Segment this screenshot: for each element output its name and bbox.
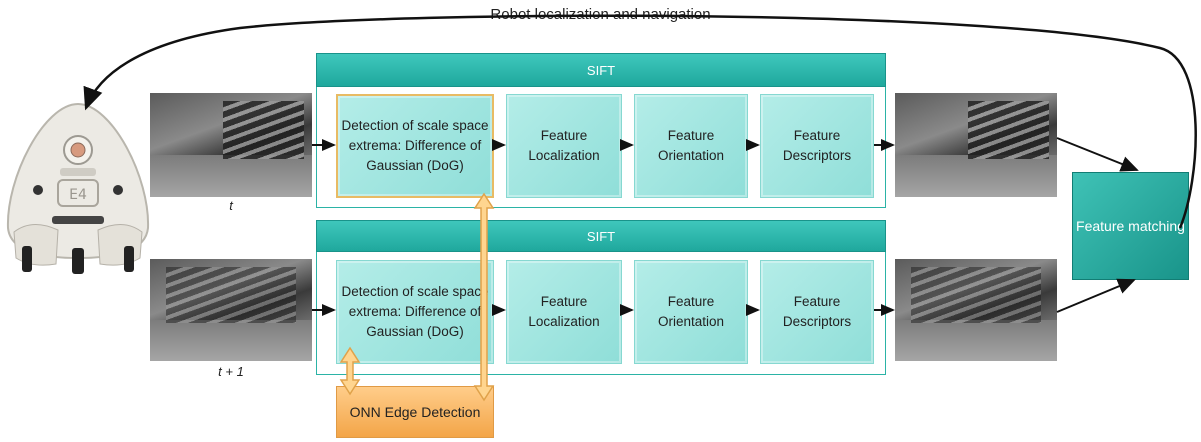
output-frame-t-image <box>895 93 1057 197</box>
onn-link-arrow-short <box>339 346 361 396</box>
caption-t-plus-1: t + 1 <box>218 364 244 379</box>
robot-icon: E4 <box>6 102 150 274</box>
svg-text:E4: E4 <box>69 187 87 203</box>
input-frame-t-image <box>150 93 312 197</box>
feature-descriptors-block-top: Feature Descriptors <box>760 94 874 198</box>
feedback-arc-arrow <box>83 14 1197 229</box>
feature-orientation-block-bottom: Feature Orientation <box>634 260 748 364</box>
onn-link-arrow-long <box>473 192 495 402</box>
arrow-output-t1-to-matching <box>1056 278 1136 313</box>
arrow-output-t-to-matching <box>1056 137 1139 172</box>
caption-t: t <box>229 198 233 213</box>
sift-header-bottom: SIFT <box>316 220 886 252</box>
feature-orientation-block-top: Feature Orientation <box>634 94 748 198</box>
feature-matching-block: Feature matching <box>1072 172 1189 280</box>
feature-descriptors-block-bottom: Feature Descriptors <box>760 260 874 364</box>
feature-localization-block-top: Feature Localization <box>506 94 622 198</box>
dog-detection-block-bottom: Detection of scale space extrema: Differ… <box>336 260 494 364</box>
sift-header-top: SIFT <box>316 53 886 87</box>
feature-localization-block-bottom: Feature Localization <box>506 260 622 364</box>
output-frame-t1-image <box>895 259 1057 361</box>
input-frame-t1-image <box>150 259 312 361</box>
onn-edge-detection-block: ONN Edge Detection <box>336 386 494 438</box>
